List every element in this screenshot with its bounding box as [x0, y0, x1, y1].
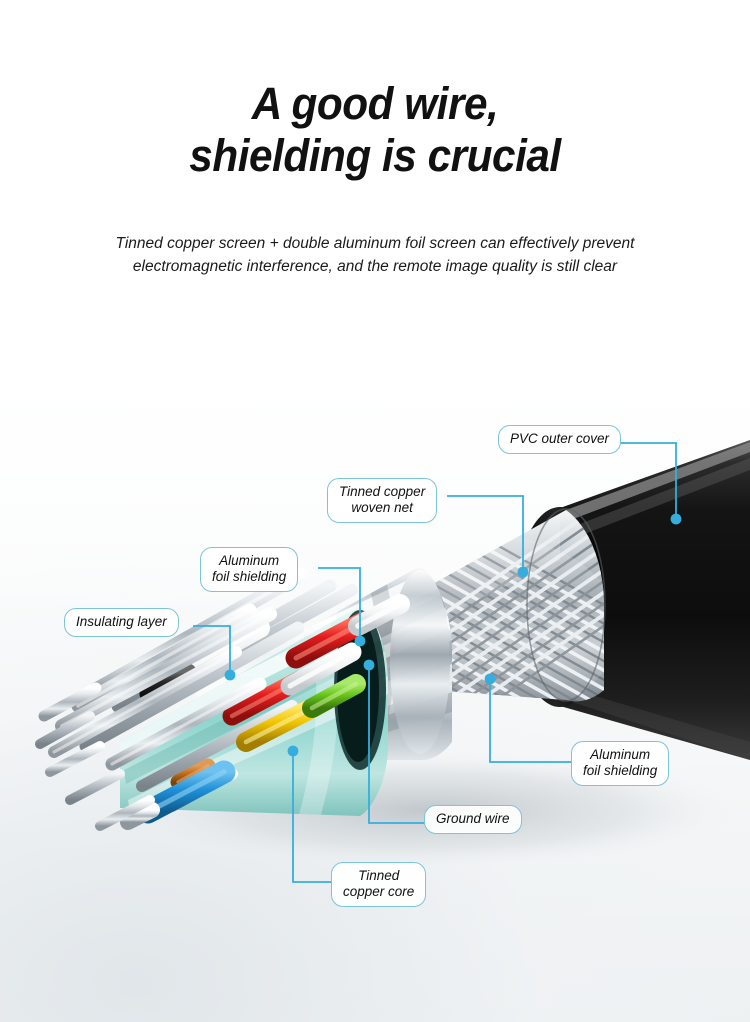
wire-insulated-white-3 [280, 642, 362, 696]
conductor-tip-blue [120, 802, 160, 830]
wire-insulated-blue-1 [136, 760, 236, 824]
conductor-tips-left [35, 682, 155, 831]
page-subtitle: Tinned copper screen + double aluminum f… [24, 232, 726, 279]
page-subtitle-line-2: electromagnetic interference, and the re… [132, 258, 618, 276]
page-subtitle-line-1: Tinned copper screen + double aluminum f… [115, 235, 635, 252]
inner-conductors-group [35, 567, 410, 831]
callout-aluminum-foil-left-line-1: Aluminum [219, 553, 280, 568]
callout-aluminum-foil-left: Aluminum foil shielding [200, 547, 299, 592]
dot-tinned-copper-core [287, 745, 299, 757]
dot-insulating-layer [224, 669, 236, 681]
leader-aluminum-foil-left [318, 567, 361, 639]
dot-ground-wire [363, 659, 375, 671]
page-title-line-2: shielding is crucial [189, 130, 561, 182]
callout-pvc-outer-cover-line-1: PVC outer cover [510, 431, 610, 446]
callout-tinned-copper-core-line-2: copper core [343, 883, 415, 899]
leader-tinned-copper-core [292, 753, 331, 883]
conductor-bundle-mid [48, 607, 305, 758]
page-title-line-1: A good wire, [251, 78, 499, 129]
wire-insulated-orange-1 [170, 758, 216, 790]
leader-pvc-outer-cover [618, 442, 677, 517]
callout-tinned-copper-woven-net: Tinned copper woven net [327, 478, 438, 523]
callout-insulating-layer: Insulating layer [64, 608, 179, 637]
callout-aluminum-foil-right-line-1: Aluminum [590, 747, 651, 762]
leader-tinned-copper-woven-net [447, 495, 524, 570]
leader-insulating-layer [193, 625, 231, 673]
callout-aluminum-foil-right: Aluminum foil shielding [571, 741, 670, 786]
dot-tinned-copper-woven-net [517, 566, 529, 578]
callout-tinned-copper-core-line-1: Tinned [358, 868, 400, 883]
callout-insulating-layer-line-1: Insulating layer [76, 614, 167, 629]
callout-aluminum-foil-left-line-2: foil shielding [212, 568, 287, 584]
leader-aluminum-foil-right [489, 681, 571, 763]
wire-insulated-green-1 [302, 674, 366, 718]
callout-leader-lines [193, 442, 677, 883]
dot-aluminum-foil-left [354, 635, 366, 647]
callout-pvc-outer-cover: PVC outer cover [498, 425, 622, 454]
callout-tinned-copper-woven-net-line-2: woven net [351, 499, 413, 515]
leader-ground-wire [368, 667, 424, 824]
callout-tinned-copper-core: Tinned copper core [331, 862, 427, 907]
page-title: A good wire, shielding is crucial [23, 78, 728, 182]
callout-aluminum-foil-right-line-2: foil shielding [583, 762, 658, 778]
dot-pvc-outer-cover [670, 513, 682, 525]
wire-insulated-white-1 [178, 618, 270, 678]
callout-tinned-copper-woven-net-line-1: Tinned copper [339, 484, 426, 499]
dot-aluminum-foil-right [484, 673, 496, 685]
callout-ground-wire-line-1: Ground wire [436, 811, 510, 826]
wire-insulated-white-2 [348, 594, 410, 636]
callout-ground-wire: Ground wire [424, 805, 522, 834]
callout-anchor-dots [224, 513, 682, 757]
